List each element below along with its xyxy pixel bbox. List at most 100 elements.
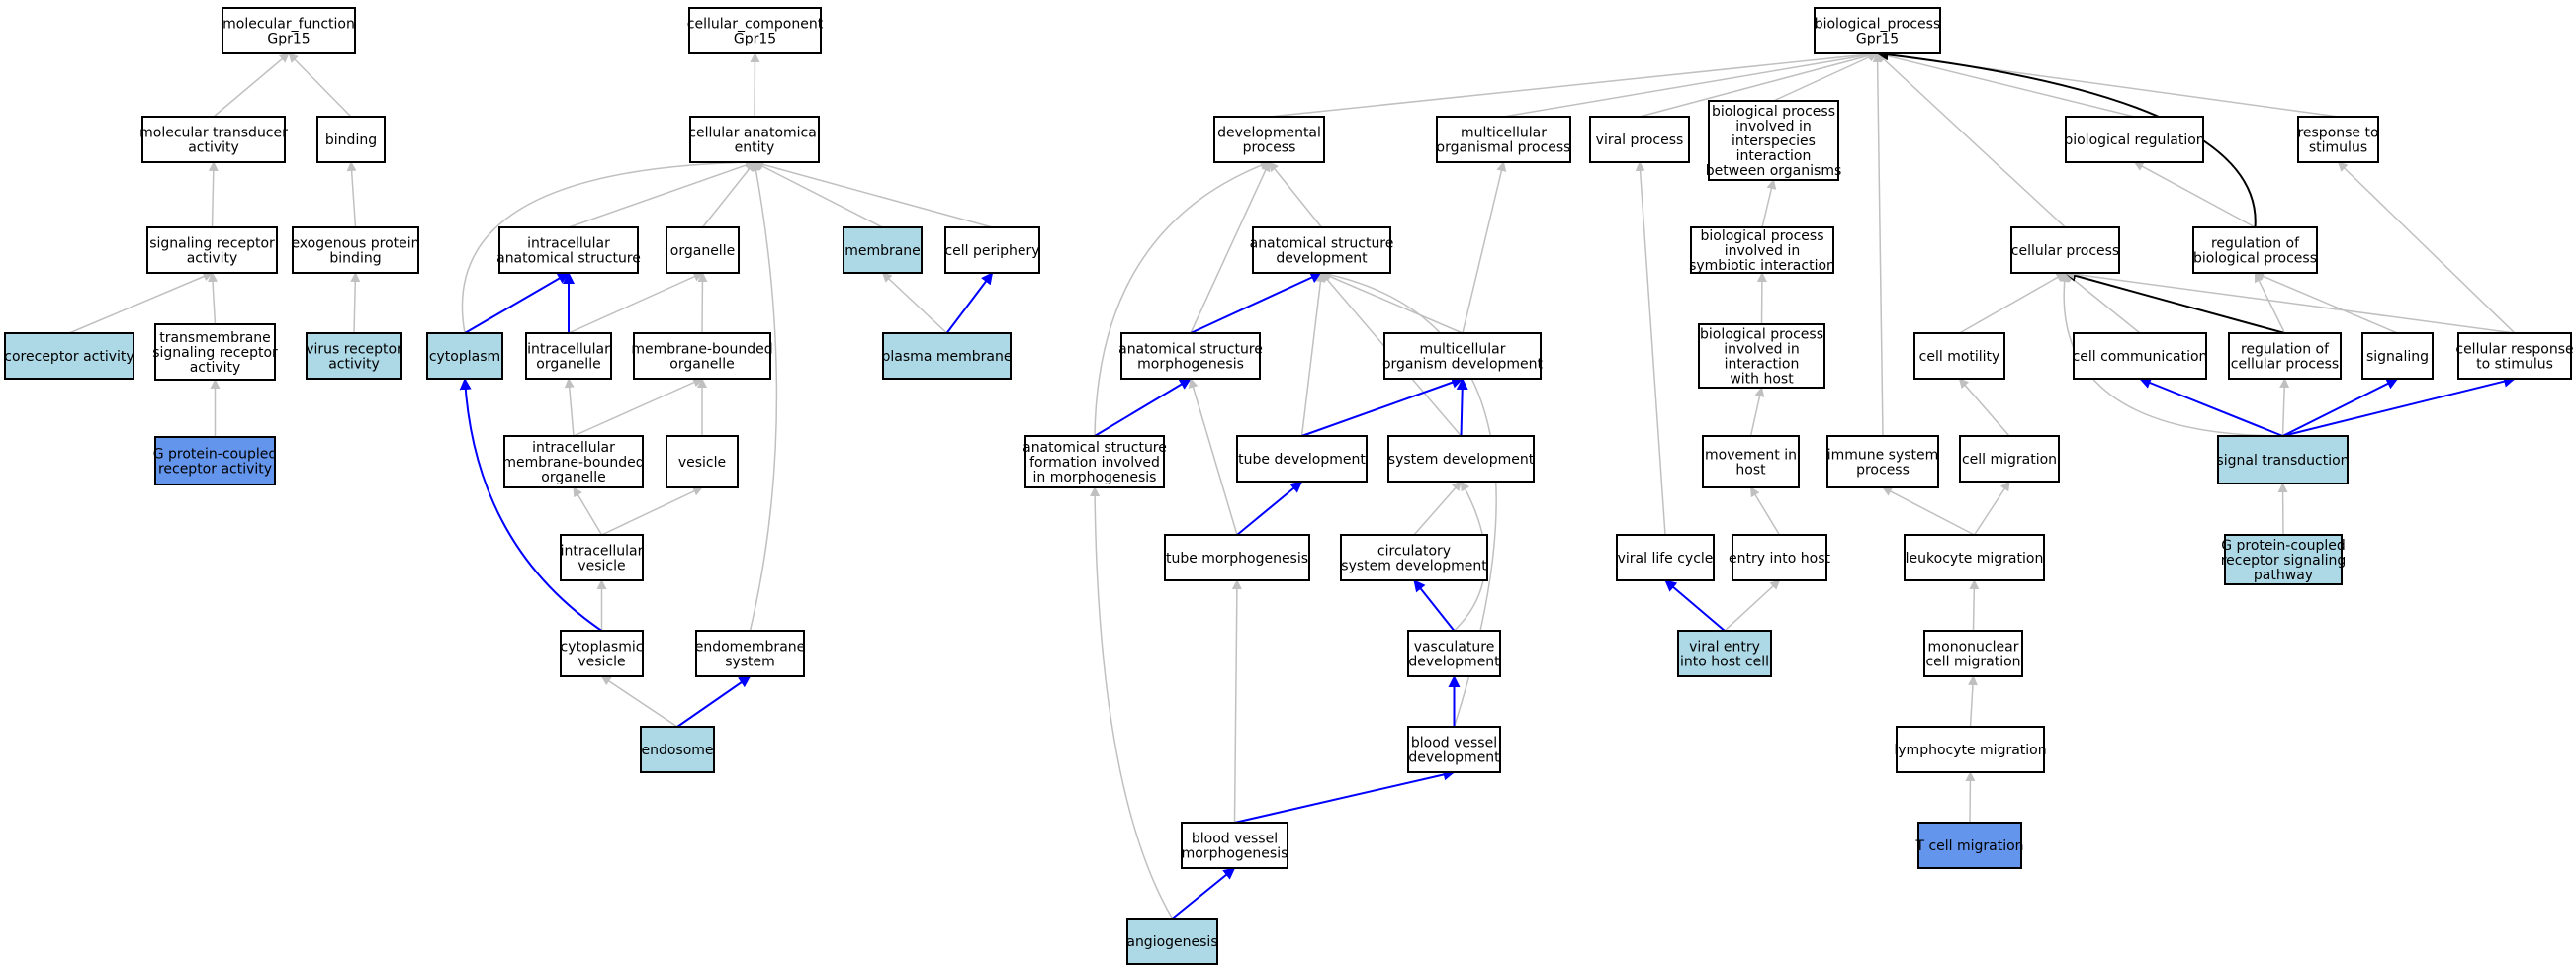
node-box	[666, 435, 739, 488]
node-label: cell communication	[2073, 349, 2208, 365]
node-label: movement in	[1705, 448, 1797, 464]
node-label: organelle	[669, 357, 734, 373]
node-membrane: membrane	[843, 226, 923, 274]
edge-cell-comm-to-cellular-process	[2064, 272, 2141, 334]
node-label: plasma membrane	[882, 349, 1013, 365]
node-box	[525, 332, 612, 380]
edge-bv-morph-to-bv-dev	[1234, 768, 1456, 824]
node-endosome: endosome	[640, 726, 715, 773]
node-label: signaling receptor	[149, 236, 275, 252]
node-label: vesicle	[577, 559, 625, 574]
edge-signaling-to-reg-bio	[2254, 271, 2398, 334]
node-label: symbiotic interaction	[1689, 258, 1835, 274]
edge-bp-symbiotic-to-bp-interspecies	[1761, 179, 1777, 228]
node-box	[2192, 226, 2318, 274]
edge-circ-dev-to-sys-dev	[1413, 481, 1463, 536]
edge-asm-to-asd	[1190, 272, 1323, 334]
node-box	[560, 630, 644, 677]
node-box	[1407, 726, 1501, 773]
node-label: blood vessel	[1192, 832, 1278, 847]
node-label: mononuclear	[1928, 640, 2019, 656]
edge-leuko-mig-to-cell-migration	[1973, 481, 2010, 536]
node-box	[1340, 534, 1488, 581]
node-box	[640, 726, 715, 773]
edge-cytoplasm-to-ias	[464, 272, 570, 334]
edge-dev-process-to-bp-root	[1269, 48, 1879, 118]
node-lympho-mig: lymphocyte migration	[1894, 726, 2047, 773]
node-label: anatomical structure	[1022, 440, 1167, 456]
edge-sig-trans-to-cellular-process	[2059, 272, 2283, 437]
node-label: process	[1243, 140, 1296, 156]
node-label: receptor activity	[158, 462, 272, 478]
node-label: activity	[188, 140, 239, 156]
node-box	[1896, 726, 2045, 773]
edge-ias-to-cae	[568, 160, 755, 228]
edge-asd-to-dev-process	[1268, 161, 1323, 228]
edge-tm-receptor-to-sig-receptor	[208, 272, 219, 325]
edge-viral-life-to-viral-process	[1635, 161, 1666, 536]
node-label: Gpr15	[1856, 32, 1899, 47]
node-label: biological process	[1701, 228, 1824, 244]
node-box	[1698, 323, 1825, 389]
edge-cytoplasm-to-cae	[461, 157, 755, 334]
edge-reg-cell-to-reg-bio	[2254, 272, 2286, 334]
node-label: cytoplasm	[429, 349, 500, 365]
node-box	[1383, 332, 1542, 380]
node-box	[292, 226, 419, 274]
node-box	[1436, 116, 1571, 163]
node-label: involved in	[1735, 119, 1812, 134]
node-label: biological_process	[1815, 17, 1941, 33]
node-label: lymphocyte migration	[1894, 743, 2046, 758]
node-box	[426, 332, 503, 380]
node-plasma-membrane: plasma membrane	[882, 332, 1013, 380]
node-label: interaction	[1725, 357, 1800, 373]
node-viral-process: viral process	[1589, 116, 1690, 163]
node-box	[695, 630, 805, 677]
node-box	[503, 435, 644, 488]
node-label: organismal process	[1437, 140, 1571, 156]
node-box	[1708, 100, 1839, 181]
node-label: interaction	[1736, 148, 1812, 164]
node-label: cellular process	[2011, 243, 2119, 259]
edge-sig-trans-to-reg-cell	[2279, 378, 2290, 437]
node-label: entity	[735, 140, 775, 156]
node-label: system development	[1341, 559, 1487, 574]
edge-endomembrane-to-cae	[749, 161, 778, 632]
edge-viral-process-to-bp-root	[1639, 50, 1879, 118]
node-label: viral entry	[1689, 640, 1760, 656]
node-box	[688, 7, 822, 54]
node-leuko-mig: leukocyte migration	[1904, 534, 2045, 581]
node-box	[843, 226, 923, 274]
node-label: anatomical structure	[1118, 342, 1263, 358]
node-box	[689, 116, 820, 163]
node-binding: binding	[316, 116, 386, 163]
edge-mb-org-to-organelle	[697, 272, 708, 334]
edge-cell-motility-to-cellular-process	[1959, 272, 2067, 334]
node-label: membrane	[844, 243, 921, 259]
node-label: circulatory	[1377, 544, 1451, 560]
node-cell-periphery: cell periphery	[944, 226, 1040, 274]
node-label: vesicle	[577, 655, 625, 670]
edge-cell-resp-to-cellular-process	[2064, 269, 2516, 334]
edge-asf-to-asm	[1094, 378, 1192, 437]
edge-endosome-to-endomembrane	[676, 675, 752, 728]
node-label: in morphogenesis	[1033, 470, 1157, 485]
node-label: cellular_component	[687, 17, 824, 33]
node-label: organism development	[1382, 357, 1544, 373]
node-box	[1904, 534, 2045, 581]
node-label: response to	[2297, 126, 2378, 141]
node-label: immune system	[1827, 448, 1939, 464]
node-label: angiogenesis	[1126, 934, 1217, 950]
node-label: organelle	[536, 357, 600, 373]
edge-reg-cell-to-cellular-process	[2064, 270, 2285, 334]
